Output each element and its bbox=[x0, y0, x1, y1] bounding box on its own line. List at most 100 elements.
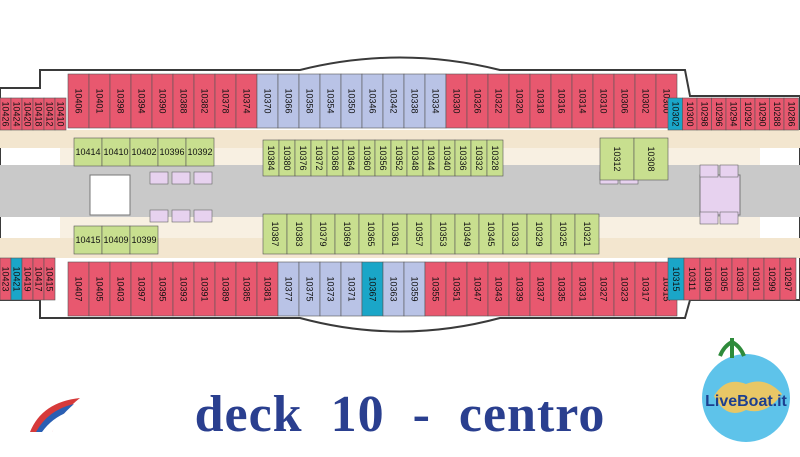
cabin-10379[interactable]: 10379 bbox=[310, 213, 336, 255]
cabin-10342[interactable]: 10342 bbox=[382, 73, 405, 129]
cabin-10332[interactable]: 10332 bbox=[470, 139, 488, 177]
cabin-10320[interactable]: 10320 bbox=[508, 73, 531, 129]
cabin-10300[interactable]: 10300 bbox=[682, 97, 698, 131]
cabin-10334[interactable]: 10334 bbox=[424, 73, 447, 129]
cabin-10308[interactable]: 10308 bbox=[633, 137, 669, 181]
cabin-10347[interactable]: 10347 bbox=[466, 261, 489, 317]
cabin-10306[interactable]: 10306 bbox=[613, 73, 636, 129]
cabin-10338[interactable]: 10338 bbox=[403, 73, 426, 129]
cabin-10303[interactable]: 10303 bbox=[731, 257, 749, 301]
cabin-10314[interactable]: 10314 bbox=[571, 73, 594, 129]
cabin-10382[interactable]: 10382 bbox=[193, 73, 216, 129]
cabin-10305[interactable]: 10305 bbox=[715, 257, 733, 301]
cabin-10317[interactable]: 10317 bbox=[634, 261, 657, 317]
cabin-10402[interactable]: 10402 bbox=[129, 137, 159, 167]
cabin-10388[interactable]: 10388 bbox=[172, 73, 195, 129]
cabin-10415[interactable]: 10415 bbox=[73, 225, 103, 255]
cabin-10397[interactable]: 10397 bbox=[130, 261, 153, 317]
cabin-10354[interactable]: 10354 bbox=[319, 73, 342, 129]
cabin-10290[interactable]: 10290 bbox=[754, 97, 770, 131]
cabin-10391[interactable]: 10391 bbox=[193, 261, 216, 317]
cabin-10394[interactable]: 10394 bbox=[130, 73, 153, 129]
cabin-10424[interactable]: 10424 bbox=[10, 97, 23, 131]
cabin-10377[interactable]: 10377 bbox=[277, 261, 300, 317]
cabin-10333[interactable]: 10333 bbox=[502, 213, 528, 255]
cabin-10384[interactable]: 10384 bbox=[262, 139, 280, 177]
cabin-10393[interactable]: 10393 bbox=[172, 261, 195, 317]
cabin-10389[interactable]: 10389 bbox=[214, 261, 237, 317]
cabin-10365[interactable]: 10365 bbox=[358, 213, 384, 255]
cabin-10326[interactable]: 10326 bbox=[466, 73, 489, 129]
cabin-10302[interactable]: 10302 bbox=[634, 73, 657, 129]
cabin-10339[interactable]: 10339 bbox=[508, 261, 531, 317]
cabin-10371[interactable]: 10371 bbox=[340, 261, 363, 317]
cabin-10415[interactable]: 10415 bbox=[43, 257, 56, 301]
cabin-10383[interactable]: 10383 bbox=[286, 213, 312, 255]
cabin-10373[interactable]: 10373 bbox=[319, 261, 342, 317]
cabin-10329[interactable]: 10329 bbox=[526, 213, 552, 255]
cabin-10301[interactable]: 10301 bbox=[747, 257, 765, 301]
cabin-10392[interactable]: 10392 bbox=[185, 137, 215, 167]
cabin-10352[interactable]: 10352 bbox=[390, 139, 408, 177]
cabin-10350[interactable]: 10350 bbox=[340, 73, 363, 129]
cabin-10421[interactable]: 10421 bbox=[10, 257, 23, 301]
cabin-10419[interactable]: 10419 bbox=[21, 257, 34, 301]
cabin-10396[interactable]: 10396 bbox=[157, 137, 187, 167]
cabin-10398[interactable]: 10398 bbox=[109, 73, 132, 129]
cabin-10294[interactable]: 10294 bbox=[725, 97, 741, 131]
cabin-10345[interactable]: 10345 bbox=[478, 213, 504, 255]
cabin-10337[interactable]: 10337 bbox=[529, 261, 552, 317]
cabin-10325[interactable]: 10325 bbox=[550, 213, 576, 255]
cabin-10405[interactable]: 10405 bbox=[88, 261, 111, 317]
cabin-10286[interactable]: 10286 bbox=[783, 97, 799, 131]
cabin-10348[interactable]: 10348 bbox=[406, 139, 424, 177]
cabin-10381[interactable]: 10381 bbox=[256, 261, 279, 317]
cabin-10327[interactable]: 10327 bbox=[592, 261, 615, 317]
cabin-10387[interactable]: 10387 bbox=[262, 213, 288, 255]
cabin-10380[interactable]: 10380 bbox=[278, 139, 296, 177]
cabin-10344[interactable]: 10344 bbox=[422, 139, 440, 177]
cabin-10360[interactable]: 10360 bbox=[358, 139, 376, 177]
cabin-10370[interactable]: 10370 bbox=[256, 73, 279, 129]
cabin-10412[interactable]: 10412 bbox=[43, 97, 56, 131]
cabin-10315[interactable]: 10315 bbox=[667, 257, 685, 301]
cabin-10355[interactable]: 10355 bbox=[424, 261, 447, 317]
cabin-10323[interactable]: 10323 bbox=[613, 261, 636, 317]
cabin-10309[interactable]: 10309 bbox=[699, 257, 717, 301]
cabin-10369[interactable]: 10369 bbox=[334, 213, 360, 255]
cabin-10399[interactable]: 10399 bbox=[129, 225, 159, 255]
cabin-10302[interactable]: 10302 bbox=[667, 97, 683, 131]
cabin-10351[interactable]: 10351 bbox=[445, 261, 468, 317]
cabin-10297[interactable]: 10297 bbox=[779, 257, 797, 301]
cabin-10359[interactable]: 10359 bbox=[403, 261, 426, 317]
cabin-10321[interactable]: 10321 bbox=[574, 213, 600, 255]
cabin-10414[interactable]: 10414 bbox=[73, 137, 103, 167]
cabin-10318[interactable]: 10318 bbox=[529, 73, 552, 129]
cabin-10328[interactable]: 10328 bbox=[486, 139, 504, 177]
cabin-10374[interactable]: 10374 bbox=[235, 73, 258, 129]
cabin-10375[interactable]: 10375 bbox=[298, 261, 321, 317]
cabin-10296[interactable]: 10296 bbox=[711, 97, 727, 131]
cabin-10395[interactable]: 10395 bbox=[151, 261, 174, 317]
cabin-10426[interactable]: 10426 bbox=[0, 97, 12, 131]
cabin-10346[interactable]: 10346 bbox=[361, 73, 384, 129]
cabin-10288[interactable]: 10288 bbox=[769, 97, 785, 131]
cabin-10335[interactable]: 10335 bbox=[550, 261, 573, 317]
cabin-10423[interactable]: 10423 bbox=[0, 257, 12, 301]
cabin-10366[interactable]: 10366 bbox=[277, 73, 300, 129]
cabin-10367[interactable]: 10367 bbox=[361, 261, 384, 317]
cabin-10353[interactable]: 10353 bbox=[430, 213, 456, 255]
cabin-10322[interactable]: 10322 bbox=[487, 73, 510, 129]
cabin-10372[interactable]: 10372 bbox=[310, 139, 328, 177]
cabin-10331[interactable]: 10331 bbox=[571, 261, 594, 317]
cabin-10356[interactable]: 10356 bbox=[374, 139, 392, 177]
cabin-10420[interactable]: 10420 bbox=[21, 97, 34, 131]
cabin-10401[interactable]: 10401 bbox=[88, 73, 111, 129]
cabin-10311[interactable]: 10311 bbox=[683, 257, 701, 301]
cabin-10364[interactable]: 10364 bbox=[342, 139, 360, 177]
cabin-10336[interactable]: 10336 bbox=[454, 139, 472, 177]
cabin-10357[interactable]: 10357 bbox=[406, 213, 432, 255]
cabin-10358[interactable]: 10358 bbox=[298, 73, 321, 129]
cabin-10417[interactable]: 10417 bbox=[32, 257, 45, 301]
cabin-10340[interactable]: 10340 bbox=[438, 139, 456, 177]
